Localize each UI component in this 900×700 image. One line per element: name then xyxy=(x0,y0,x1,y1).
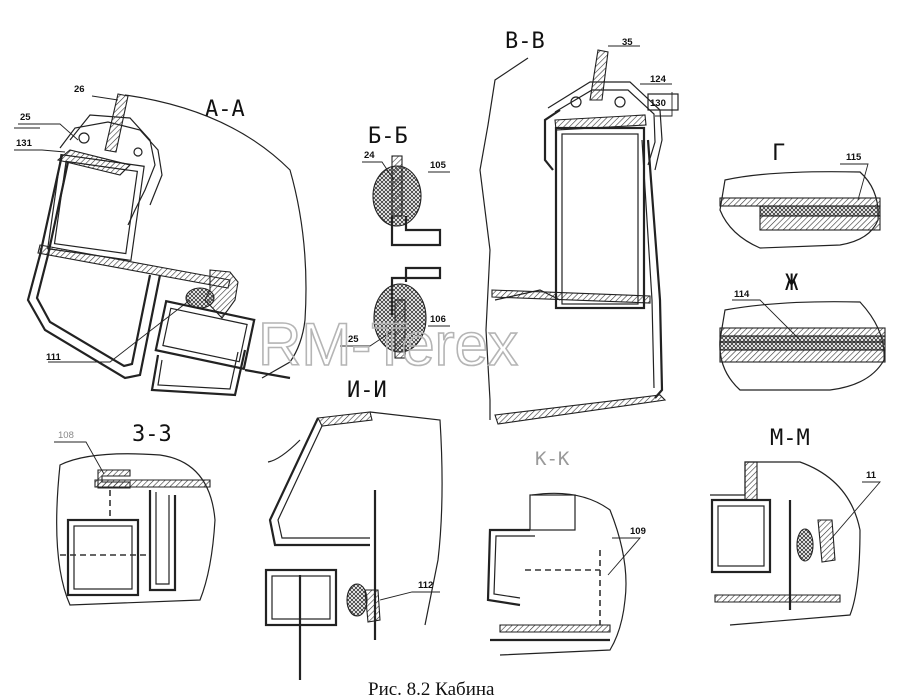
callout-25-lower: 25 xyxy=(348,334,359,345)
callout-109: 109 xyxy=(630,526,646,537)
section-title-g: Г xyxy=(772,141,785,166)
section-ii: И-И 112 xyxy=(264,378,443,680)
callout-35: 35 xyxy=(622,37,633,48)
callout-114: 114 xyxy=(734,289,750,300)
section-title-aa: А-А xyxy=(205,97,245,122)
callout-111: 111 xyxy=(46,352,62,363)
section-title-zz: З-З xyxy=(132,422,172,447)
section-vv: В-В 35 124 130 xyxy=(479,29,679,425)
callout-124: 124 xyxy=(650,74,667,85)
figure-caption: Рис. 8.2 Кабина xyxy=(368,679,495,700)
section-title-vv: В-В xyxy=(505,29,545,54)
section-title-bb: Б-Б xyxy=(368,124,408,149)
callout-115: 115 xyxy=(846,152,862,163)
section-zz: З-З 108 xyxy=(54,422,216,606)
callout-106: 106 xyxy=(430,314,446,325)
section-title-kk: К-К xyxy=(535,448,570,470)
callout-24: 24 xyxy=(364,150,375,161)
callout-108: 108 xyxy=(58,430,74,441)
callout-131: 131 xyxy=(16,138,33,149)
callout-11: 11 xyxy=(866,470,877,481)
callout-130: 130 xyxy=(650,98,666,109)
section-zh: Ж 114 xyxy=(719,271,886,391)
section-title-mm: М-М xyxy=(770,426,810,451)
callout-26: 26 xyxy=(74,84,85,95)
callout-105: 105 xyxy=(430,160,447,171)
section-title-zh: Ж xyxy=(785,271,799,296)
section-g: Г 115 xyxy=(719,141,881,249)
watermark: RM-Terex xyxy=(258,311,518,378)
section-title-ii: И-И xyxy=(347,378,387,403)
callout-25: 25 xyxy=(20,112,31,123)
callout-112: 112 xyxy=(418,580,433,591)
section-bb: Б-Б 24 105 106 25 xyxy=(340,124,450,359)
section-mm: М-М 11 xyxy=(710,426,881,626)
section-aa: А-А 26 25 131 111 xyxy=(14,84,307,397)
section-kk: К-К 109 xyxy=(486,448,646,656)
